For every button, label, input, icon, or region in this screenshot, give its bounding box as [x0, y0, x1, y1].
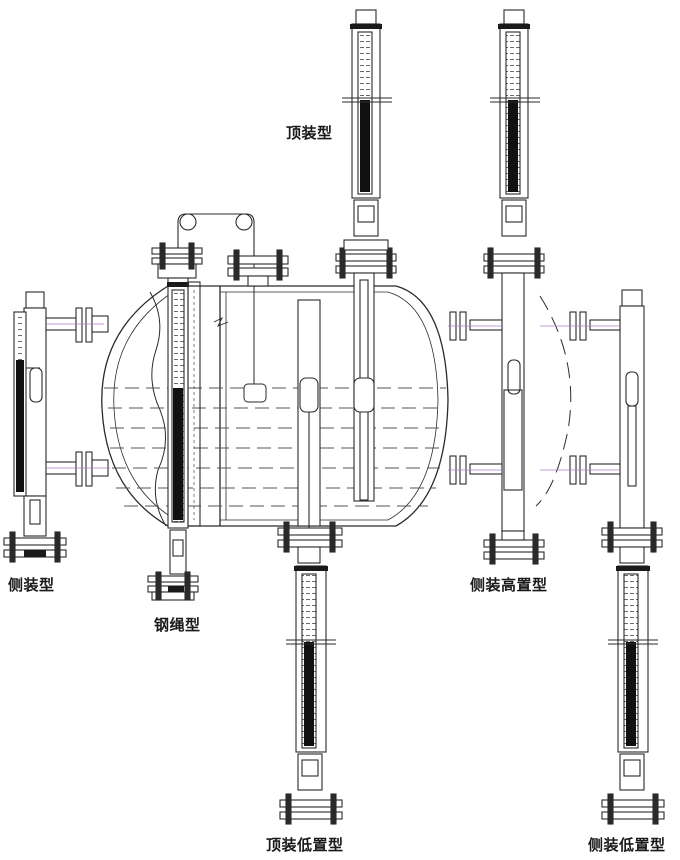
side-mount-low-gauge	[569, 289, 665, 825]
connector-lines	[46, 323, 620, 471]
wire-rope-gauge	[147, 213, 255, 601]
storage-tank	[101, 285, 449, 527]
top-mount-low-gauge	[277, 299, 343, 825]
label-side-mount: 侧装型	[8, 576, 55, 594]
label-wire-rope: 钢绳型	[154, 616, 201, 634]
wire-rope-tank-flange	[227, 249, 289, 287]
top-mount-gauge	[335, 9, 397, 502]
right-tank-head	[535, 295, 572, 507]
label-top-mount: 顶装型	[286, 124, 333, 142]
label-side-mount-low: 侧装低置型	[588, 836, 666, 854]
label-side-mount-high: 侧装高置型	[470, 576, 548, 594]
side-mount-high-gauge	[449, 9, 545, 565]
side-mount-gauge	[3, 291, 109, 563]
label-top-mount-low: 顶装低置型	[266, 836, 344, 854]
